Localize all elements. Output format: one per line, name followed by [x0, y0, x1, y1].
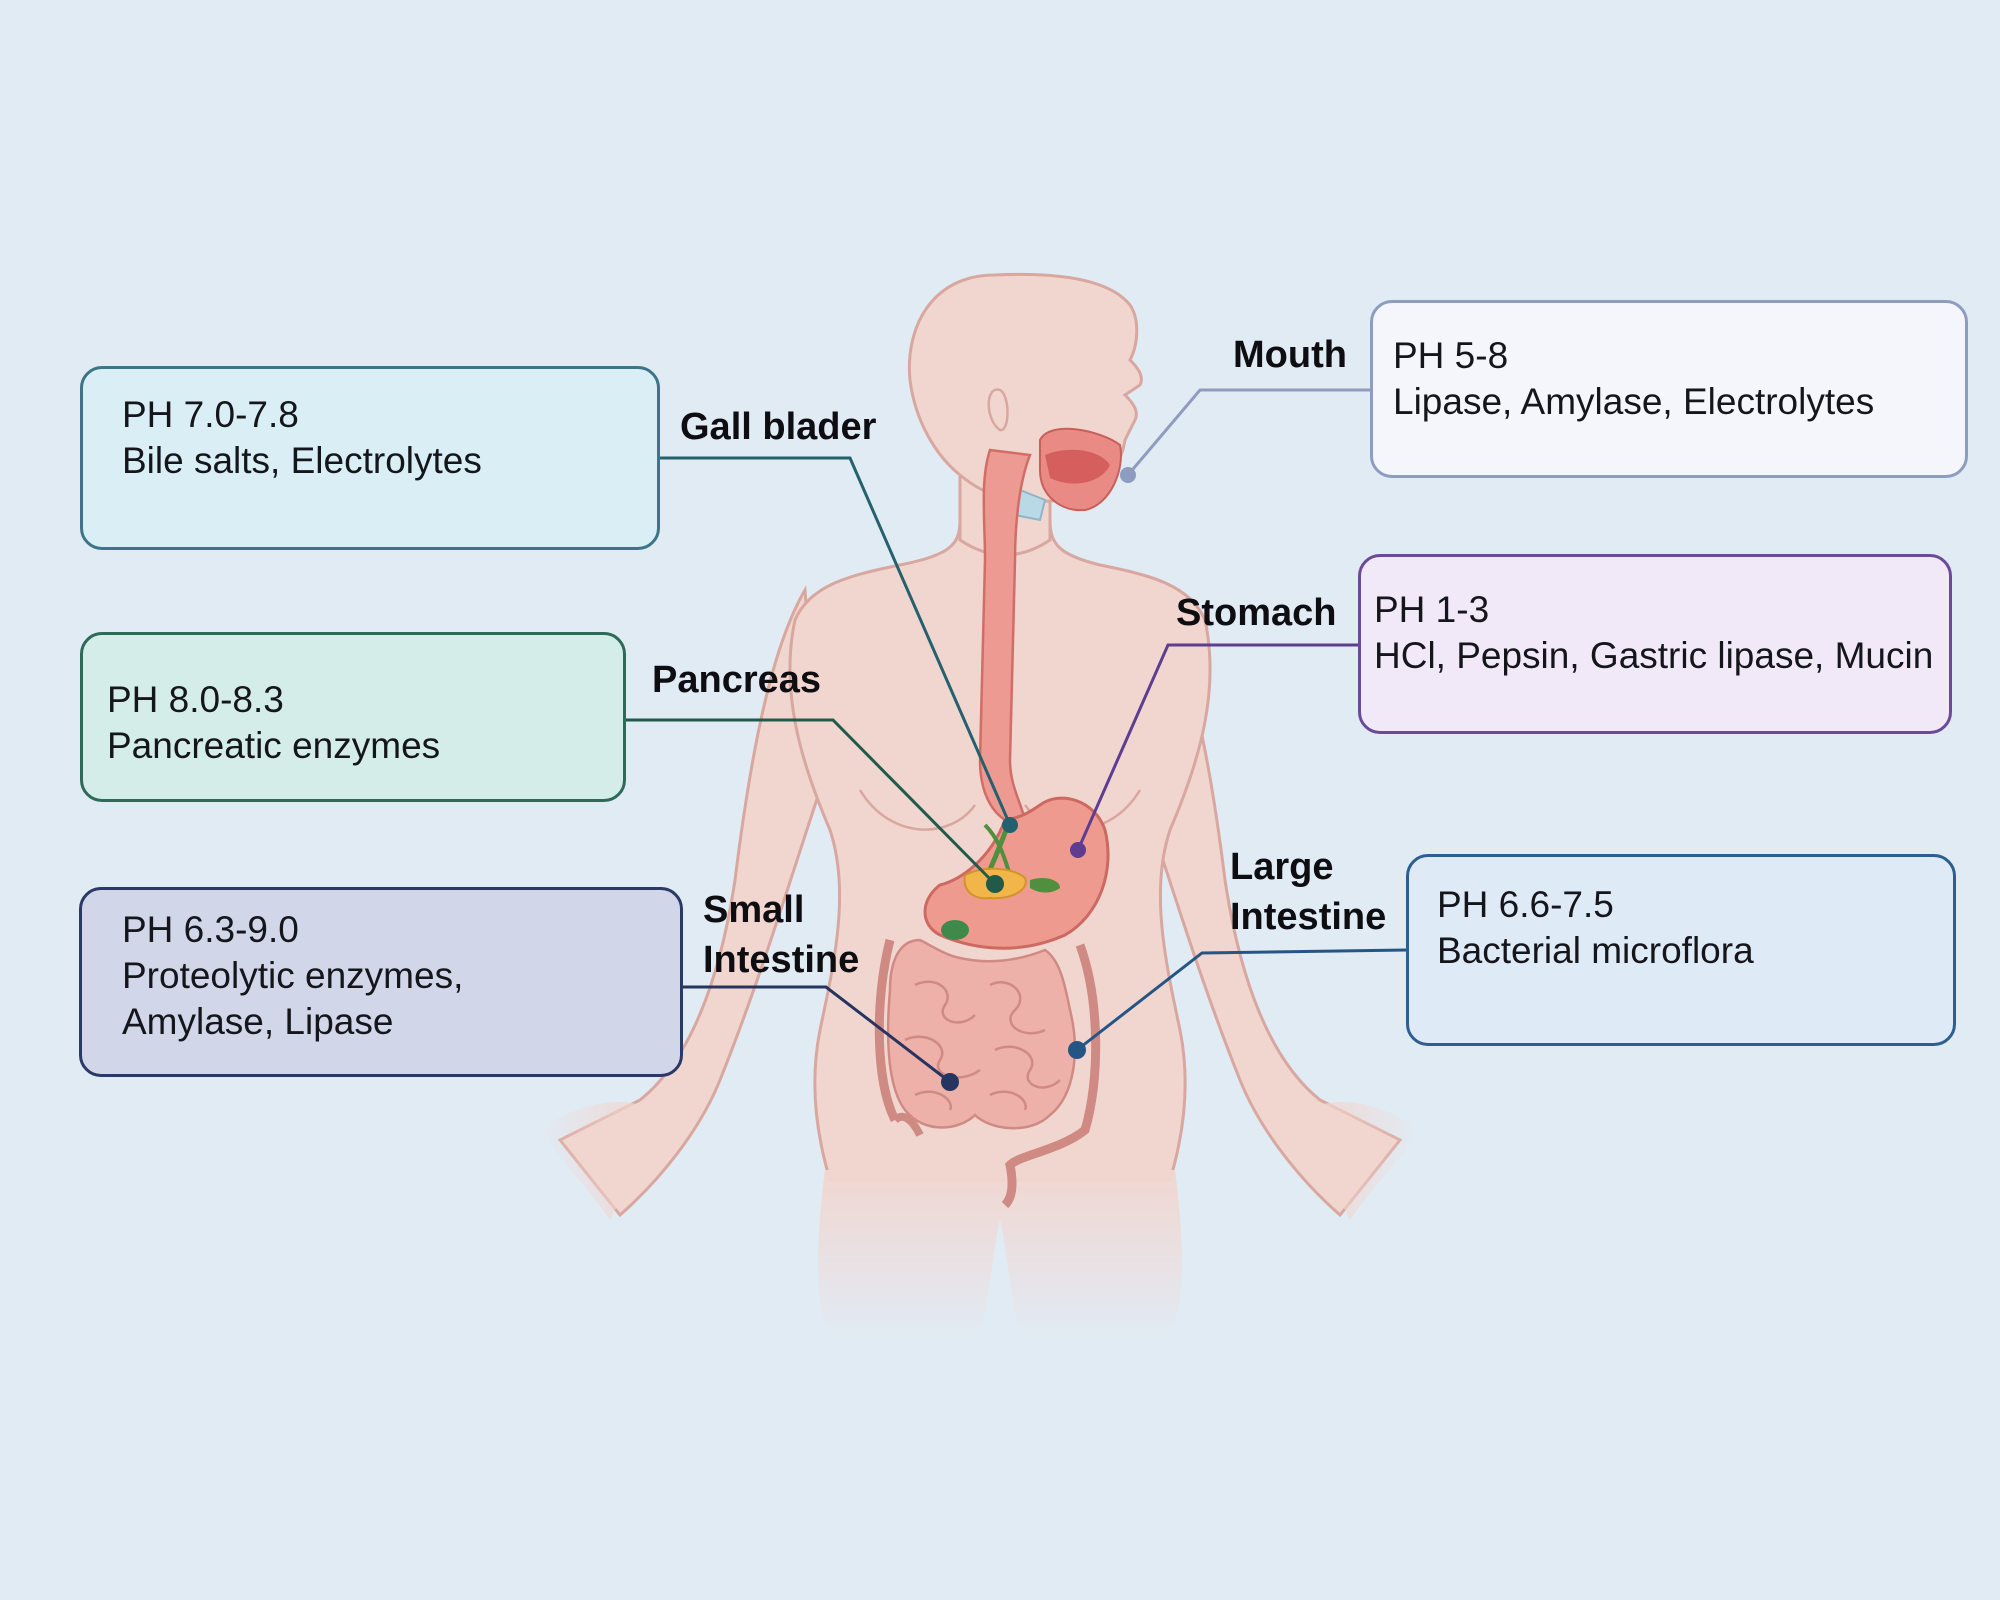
mouth-ph: PH 5-8: [1393, 335, 1509, 376]
anchor-dots: [941, 467, 1136, 1091]
gallbladder-info-box: [80, 366, 660, 550]
gallbladder-ph: PH 7.0-7.8: [122, 394, 299, 435]
mouth-dot: [1120, 467, 1136, 483]
gallbladder-leader: [660, 456, 1012, 826]
pancreas-contents: Pancreatic enzymes: [107, 725, 441, 766]
stomach-info-box: [1358, 554, 1952, 734]
mouth-contents: Lipase, Amylase, Electrolytes: [1393, 381, 1875, 422]
stomach-contents: HCl, Pepsin, Gastric lipase, Mucin: [1374, 635, 1934, 676]
large-intestine-info-box: [1406, 854, 1956, 1046]
leader-lines: [625, 388, 1409, 1084]
pancreas-info-box: [80, 632, 626, 802]
large-intestine-ph: PH 6.6-7.5: [1437, 884, 1614, 925]
large-intestine-dot: [1068, 1041, 1086, 1059]
stomach-label: Stomach: [1176, 592, 1337, 634]
pancreas-ph: PH 8.0-8.3: [107, 679, 284, 720]
stomach-ph: PH 1-3: [1374, 589, 1490, 630]
mouth-leader: [1126, 388, 1370, 476]
gallbladder-label: Gall blader: [680, 406, 877, 448]
large-intestine-label: Large Intestine: [1230, 846, 1387, 938]
mouth-info-box: [1370, 300, 1968, 478]
gallbladder-dot: [1002, 817, 1018, 833]
digestive-organs: [874, 427, 1122, 1209]
stomach-leader: [1076, 643, 1362, 851]
pancreas-leader: [625, 718, 997, 886]
small-intestine-label: Small Intestine: [703, 889, 860, 981]
small-intestine-info-box: [79, 887, 683, 1077]
small-intestine-ph: PH 6.3-9.0: [122, 909, 299, 950]
mouth-label: Mouth: [1233, 334, 1347, 376]
large-intestine-contents: Bacterial microflora: [1437, 930, 1754, 971]
small-intestine-leader: [683, 985, 951, 1084]
body-silhouette: [540, 272, 1420, 1340]
gallbladder-contents: Bile salts, Electrolytes: [122, 440, 482, 481]
stomach-dot: [1070, 842, 1086, 858]
large-intestine-leader: [1076, 948, 1409, 1052]
small-intestine-contents: Proteolytic enzymes, Amylase, Lipase: [122, 955, 464, 1042]
pancreas-dot: [986, 875, 1004, 893]
small-intestine-dot: [941, 1073, 959, 1091]
pancreas-label: Pancreas: [652, 659, 822, 701]
